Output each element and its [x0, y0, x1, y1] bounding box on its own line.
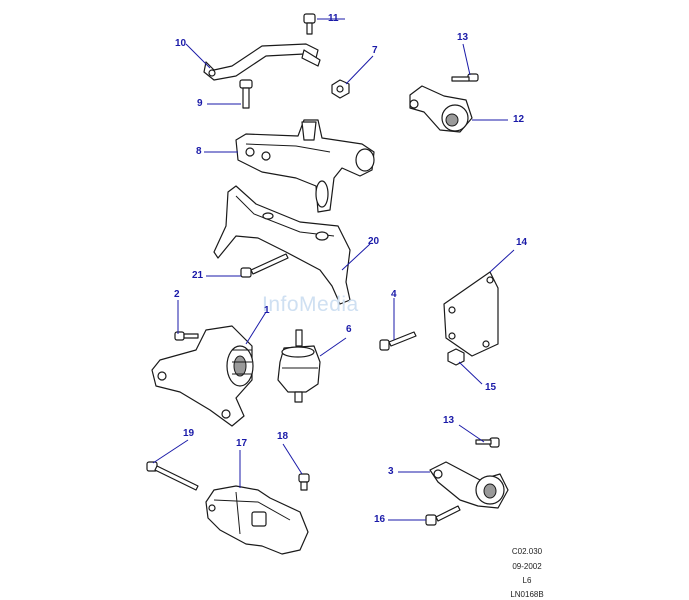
reference-variant: L6	[522, 576, 532, 585]
callout-10: 10	[175, 38, 187, 49]
part-9-bolt	[207, 79, 253, 109]
callout-21: 21	[192, 270, 204, 281]
part-13-bolt-lower	[458, 424, 500, 448]
callout-15: 15	[485, 382, 497, 393]
part-21-bolt	[206, 253, 289, 278]
callout-14: 14	[516, 237, 528, 248]
part-13-bolt-top	[451, 43, 479, 82]
watermark-text: InfoMedia	[262, 293, 359, 316]
part-16-bolt	[388, 505, 461, 526]
part-11-bolt	[303, 13, 345, 35]
callout-8: 8	[196, 146, 202, 157]
callout-7: 7	[372, 45, 378, 56]
callout-9: 9	[197, 98, 203, 109]
reference-date: 09-2002	[512, 562, 542, 571]
callout-12: 12	[513, 114, 525, 125]
part-10-strap	[185, 43, 321, 81]
part-18-bolt	[282, 443, 310, 491]
reference-drawing-id: LN0168B	[510, 590, 544, 599]
callout-1: 1	[264, 305, 270, 316]
callout-13-lower: 13	[443, 415, 455, 426]
part-8-upper-bracket	[204, 119, 375, 213]
reference-code: C02.030	[511, 547, 543, 556]
part-20-crossmember	[213, 185, 371, 305]
callout-16: 16	[374, 514, 386, 525]
part-4-bolt	[379, 298, 417, 351]
callout-3: 3	[388, 466, 394, 477]
callout-17: 17	[236, 438, 248, 449]
callout-13-top: 13	[457, 32, 469, 43]
part-3-lower-link	[398, 461, 509, 509]
callout-6: 6	[346, 324, 352, 335]
part-15-bolt	[447, 348, 483, 385]
part-2-bolt	[174, 300, 199, 341]
callout-20: 20	[368, 236, 380, 247]
callout-18: 18	[277, 431, 289, 442]
callout-11: 11	[328, 13, 339, 24]
part-6-mount	[277, 329, 347, 403]
callout-4: 4	[391, 289, 397, 300]
part-12-link	[409, 85, 508, 133]
part-17-lower-bracket	[205, 450, 309, 555]
part-7-nut	[331, 55, 374, 99]
callout-19: 19	[183, 428, 195, 439]
part-1-engine-mount	[151, 311, 267, 427]
part-14-plate	[443, 249, 515, 357]
part-19-long-bolt	[146, 439, 199, 491]
callout-2: 2	[174, 289, 180, 300]
